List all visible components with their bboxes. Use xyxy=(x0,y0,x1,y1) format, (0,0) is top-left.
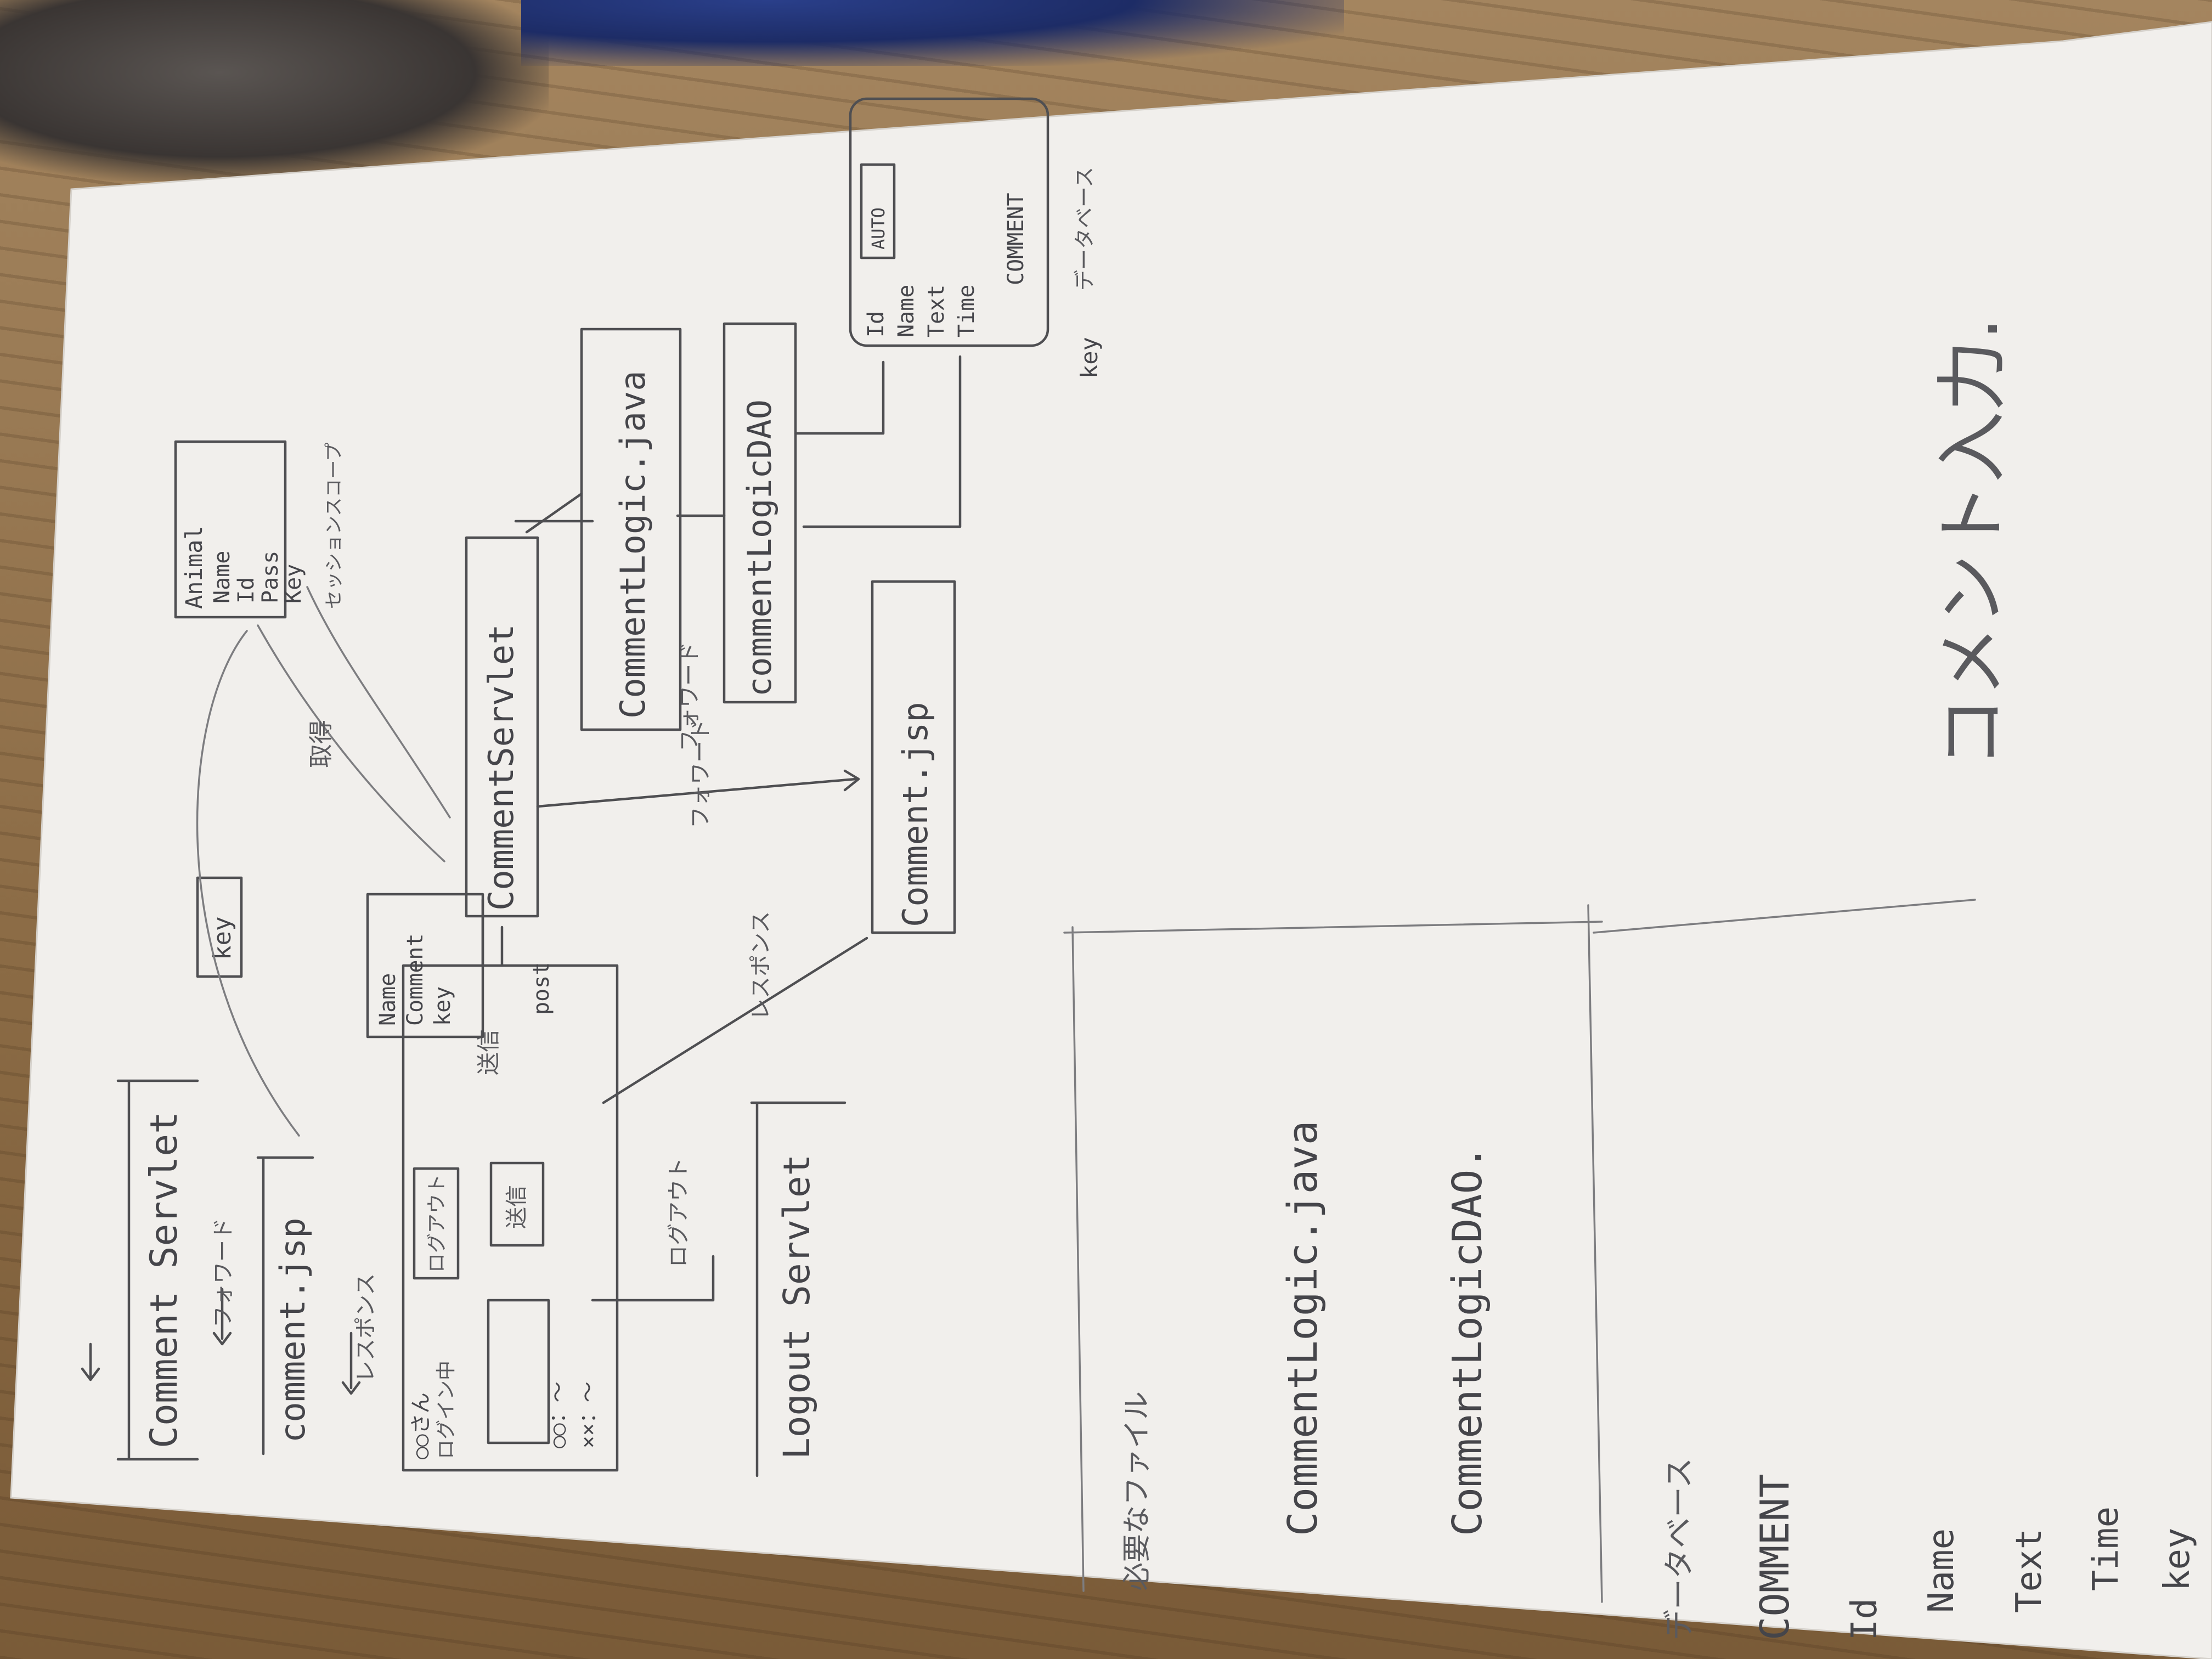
get-curve xyxy=(257,624,445,862)
textarea-sketch xyxy=(487,1299,550,1444)
session-label: セッションスコープ xyxy=(323,443,345,609)
form-list-line-2: ××：～ xyxy=(576,1381,600,1448)
logout-button-label: ログアウト xyxy=(426,1174,448,1273)
comment-jsp-top-label: comment.jsp xyxy=(273,1217,313,1443)
forward-label-top: フォワード xyxy=(211,1218,236,1328)
session-field-3: Pass xyxy=(258,551,283,603)
column-5: key xyxy=(2157,1527,2198,1591)
key-tag xyxy=(196,876,243,978)
top-left-stack: Comment Servlet フォワード comment.jsp レスポンス … xyxy=(81,630,379,1461)
params-field-3: key xyxy=(430,986,455,1026)
logout-button-sketch xyxy=(413,1167,460,1280)
comment-servlet-top-label: Comment Servlet xyxy=(143,1111,186,1448)
db-frame xyxy=(849,97,1049,347)
db-field-3: Text xyxy=(924,285,949,337)
response-label-top: レスポンス xyxy=(353,1273,379,1383)
comment-servlet-label: CommentServlet xyxy=(481,624,521,911)
send-button-label: 送信 xyxy=(504,1185,529,1229)
params-box xyxy=(366,893,484,1039)
dao-box xyxy=(723,322,797,704)
session-box-frame xyxy=(174,440,287,619)
db-auto-tag xyxy=(860,163,896,259)
response-label-low: レスポンス xyxy=(748,911,774,1020)
params-field-1: Name xyxy=(375,973,400,1026)
notes-section: 必要なファイル CommentLogic.java CommentLogicDA… xyxy=(1063,318,2198,1640)
form-greeting: ○○さん xyxy=(409,1392,433,1459)
logic-dao: CommentLogic.java フォワード commentLogicDAO xyxy=(514,322,962,752)
logout-arrow-label: ログアウト xyxy=(666,1158,691,1267)
comment-jsp-box-top xyxy=(256,1156,314,1455)
db-table-name: COMMENT xyxy=(1003,193,1029,285)
paper-sheet xyxy=(10,21,2212,1659)
file-2-label: CommentLogicDAO. xyxy=(1444,1145,1491,1536)
db-field-1: Id xyxy=(864,311,889,337)
comment-input-label: コメント入力. xyxy=(1931,318,2014,768)
db-field-2: Name xyxy=(894,285,919,337)
db-label: データベース xyxy=(1073,167,1097,291)
db-key-label: key xyxy=(1076,337,1103,379)
logic-label: CommentLogic.java xyxy=(613,370,653,719)
session-field-4: Key xyxy=(281,564,306,603)
key-curve xyxy=(196,630,300,1137)
comment-jsp-box xyxy=(871,580,956,934)
send-post-arrow: 送信 post Name Comment key xyxy=(366,893,554,1075)
session-field-1: Name xyxy=(210,551,235,603)
logout-servlet-box xyxy=(750,1101,847,1477)
comment-servlet-box-top xyxy=(116,1079,199,1461)
comment-jsp-label: Comment.jsp xyxy=(895,702,935,927)
database-box: Id AUTO Name Text Time COMMENT key データベー… xyxy=(849,97,1103,379)
comment-servlet-box xyxy=(465,536,539,918)
column-3: Text xyxy=(2009,1528,2050,1613)
params-field-2: Comment xyxy=(403,933,428,1026)
comment-servlet-main: CommentServlet 取得 xyxy=(257,536,539,918)
required-files-label: 必要なファイル xyxy=(1121,1391,1154,1591)
form-logged-in: ログイン中 xyxy=(435,1361,458,1459)
get-label: 取得 xyxy=(307,720,335,768)
session-box: Animal Name Id Pass Key セッションスコープ xyxy=(174,440,345,619)
db-auto-label: AUTO xyxy=(868,207,889,250)
column-4: Time xyxy=(2086,1506,2126,1591)
form-box xyxy=(402,964,619,1472)
logout-servlet-label: Logout Servlet xyxy=(776,1154,818,1459)
forward-label-mid: フォワード xyxy=(677,642,702,752)
table-name: COMMENT xyxy=(1752,1474,1798,1640)
forward-label-low: フォワード xyxy=(688,719,713,828)
file-1-label: CommentLogic.java xyxy=(1279,1121,1327,1536)
column-1: Id xyxy=(1844,1598,1885,1640)
chair-shadow xyxy=(0,0,549,181)
dao-label: commentLogicDAO xyxy=(741,399,779,697)
form-list-line-1: ○○：～ xyxy=(546,1381,570,1448)
post-label: post xyxy=(529,962,554,1015)
logic-box xyxy=(580,328,682,731)
column-2: Name xyxy=(1921,1528,1962,1613)
form-mockup: ○○さん ログイン中 ログアウト 送信 ○○：～ ××：～ ログアウト Logo… xyxy=(402,964,847,1477)
blue-chair xyxy=(521,0,1344,66)
session-title: Animal xyxy=(180,526,207,609)
jsp-flow: フォワード Comment.jsp レスポンス xyxy=(536,580,956,1104)
session-field-2: Id xyxy=(234,577,259,603)
db-field-4: Time xyxy=(954,285,979,337)
send-button-sketch xyxy=(489,1161,545,1247)
db-heading: データベース xyxy=(1662,1458,1697,1640)
